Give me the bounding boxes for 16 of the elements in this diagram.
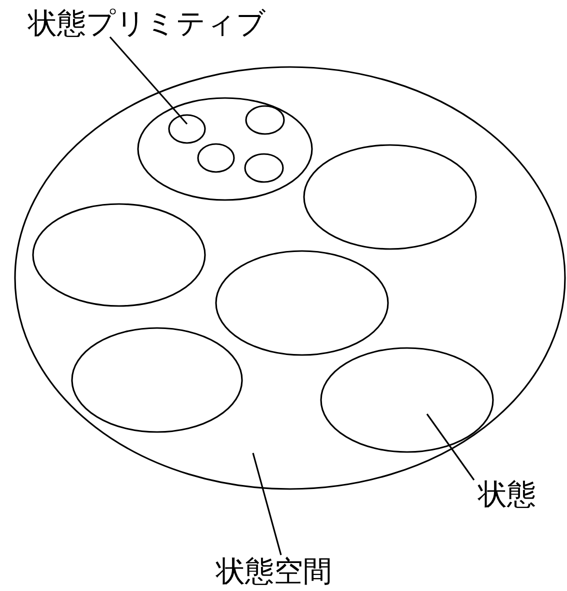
label-text: 状態プリミティブ bbox=[28, 9, 266, 38]
ellipse bbox=[320, 347, 494, 453]
ellipse bbox=[303, 144, 477, 250]
leader-line bbox=[252, 452, 282, 556]
ellipse bbox=[168, 114, 206, 144]
ellipse bbox=[245, 105, 285, 135]
leader-line bbox=[109, 36, 188, 125]
ellipse bbox=[32, 203, 206, 307]
ellipse bbox=[244, 153, 284, 183]
ellipse bbox=[215, 250, 389, 356]
leader-line bbox=[426, 414, 475, 480]
label-text: 状態 bbox=[478, 480, 536, 509]
ellipse bbox=[137, 97, 313, 201]
ellipse bbox=[197, 143, 235, 173]
ellipse bbox=[71, 327, 243, 433]
label-text: 状態空間 bbox=[216, 557, 332, 586]
